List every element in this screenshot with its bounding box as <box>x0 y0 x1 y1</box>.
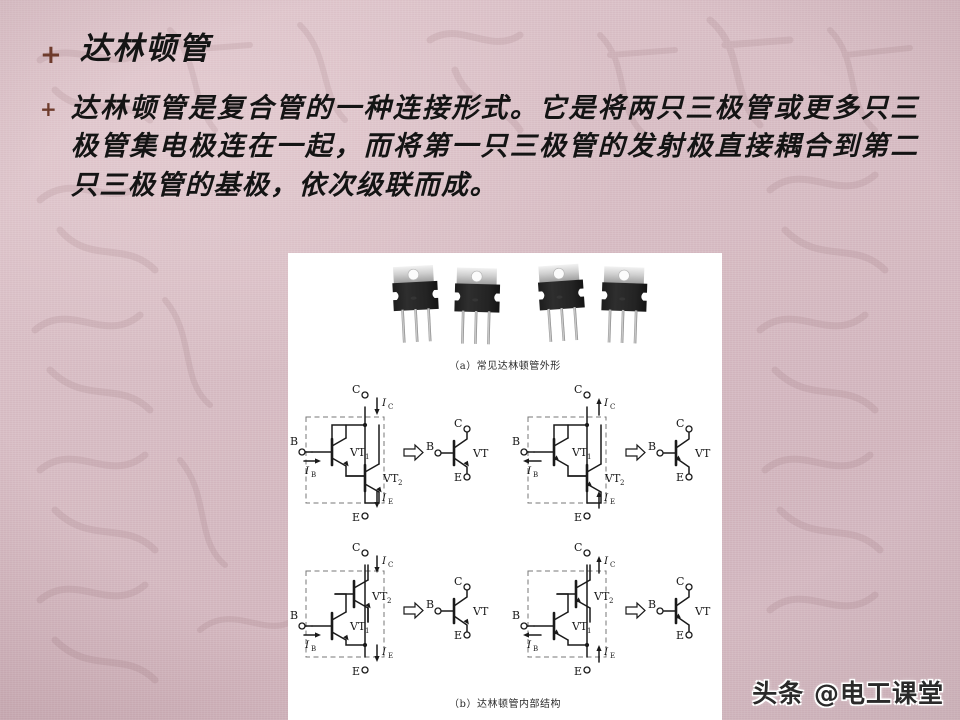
symbol-vt-npn-2: C B E VT <box>426 575 489 642</box>
svg-text:I: I <box>603 646 609 658</box>
svg-text:B: B <box>311 645 316 653</box>
page-title: 达林顿管 <box>79 31 211 67</box>
svg-text:E: E <box>388 652 393 660</box>
darlington-circuit-diagrams: .w{stroke:#1a1a1a;stroke-width:1.5;fill:… <box>290 383 711 678</box>
equivalence-arrow <box>403 444 424 461</box>
svg-text:VT: VT <box>694 605 711 618</box>
equivalence-arrow <box>625 602 646 619</box>
svg-text:E: E <box>388 498 393 506</box>
svg-text:B: B <box>533 645 538 653</box>
equivalence-arrow <box>403 602 424 619</box>
svg-text:B: B <box>426 440 434 453</box>
channel-watermark: 头条 @电工课堂 <box>752 679 944 708</box>
svg-text:C: C <box>352 383 360 396</box>
svg-text:E: E <box>454 471 462 484</box>
svg-text:I: I <box>603 555 609 567</box>
svg-text:B: B <box>648 440 656 453</box>
svg-text:E: E <box>352 511 360 524</box>
svg-text:I: I <box>526 639 532 651</box>
svg-text:E: E <box>610 498 615 506</box>
svg-text:VT: VT <box>604 472 621 485</box>
svg-text:1: 1 <box>365 627 369 635</box>
svg-text:VT: VT <box>694 447 711 460</box>
svg-text:C: C <box>610 561 615 569</box>
svg-text:VT: VT <box>472 447 489 460</box>
svg-text:I: I <box>304 639 310 651</box>
svg-text:2: 2 <box>387 597 391 605</box>
svg-text:C: C <box>352 541 360 554</box>
svg-text:C: C <box>610 403 615 411</box>
body-paragraph: 达林顿管是复合管的一种连接形式。它是将两只三极管或更多只三极管集电极连在一起，而… <box>70 93 919 201</box>
figure-caption-b: （b）达林顿管内部结构 <box>449 699 561 710</box>
svg-text:C: C <box>676 575 684 588</box>
symbol-vt-pnp-1: C B E VT <box>648 417 711 484</box>
svg-text:VT: VT <box>571 620 588 633</box>
svg-text:E: E <box>676 629 684 642</box>
svg-text:2: 2 <box>620 479 624 487</box>
svg-text:C: C <box>676 417 684 430</box>
svg-text:B: B <box>512 609 520 622</box>
svg-text:VT: VT <box>349 446 366 459</box>
body-bullet-icon: + <box>40 97 57 121</box>
title-bullet-icon: + <box>40 40 62 70</box>
svg-text:I: I <box>381 646 387 658</box>
svg-text:I: I <box>603 492 609 504</box>
svg-text:VT: VT <box>349 620 366 633</box>
svg-text:I: I <box>603 397 609 409</box>
svg-text:C: C <box>454 417 462 430</box>
figure-caption-a: （a）常见达林顿管外形 <box>449 361 561 372</box>
figure-panel: （a）常见达林顿管外形 .w{stroke:#1a1a1a;stroke-wid… <box>288 253 722 720</box>
svg-text:VT: VT <box>371 590 388 603</box>
svg-text:B: B <box>311 471 316 479</box>
svg-text:VT: VT <box>593 590 610 603</box>
body-bullet-row: + 达林顿管是复合管的一种连接形式。它是将两只三极管或更多只三极管集电极连在一起… <box>40 90 930 205</box>
svg-text:E: E <box>574 511 582 524</box>
svg-text:C: C <box>388 403 393 411</box>
svg-text:C: C <box>388 561 393 569</box>
symbol-vt-npn-1: C B E VT <box>426 417 489 484</box>
svg-text:C: C <box>574 541 582 554</box>
svg-text:I: I <box>526 465 532 477</box>
svg-text:1: 1 <box>365 453 369 461</box>
svg-text:1: 1 <box>587 627 591 635</box>
svg-text:2: 2 <box>609 597 613 605</box>
svg-text:1: 1 <box>587 453 591 461</box>
svg-text:E: E <box>454 629 462 642</box>
svg-text:VT: VT <box>382 472 399 485</box>
svg-text:VT: VT <box>571 446 588 459</box>
svg-text:B: B <box>426 598 434 611</box>
svg-text:B: B <box>290 435 298 448</box>
svg-text:2: 2 <box>398 479 402 487</box>
svg-text:E: E <box>676 471 684 484</box>
svg-text:B: B <box>290 609 298 622</box>
svg-text:B: B <box>512 435 520 448</box>
svg-text:C: C <box>454 575 462 588</box>
darlington-photo <box>288 253 722 358</box>
svg-text:B: B <box>533 471 538 479</box>
svg-text:E: E <box>610 652 615 660</box>
svg-text:I: I <box>381 555 387 567</box>
svg-text:B: B <box>648 598 656 611</box>
svg-text:E: E <box>352 665 360 678</box>
svg-text:I: I <box>381 492 387 504</box>
svg-text:C: C <box>574 383 582 396</box>
title-bullet-row: + 达林顿管 <box>40 30 211 70</box>
svg-text:I: I <box>381 397 387 409</box>
symbol-vt-pnp-2: C B E VT <box>648 575 711 642</box>
svg-text:VT: VT <box>472 605 489 618</box>
svg-text:I: I <box>304 465 310 477</box>
svg-text:E: E <box>574 665 582 678</box>
equivalence-arrow <box>625 444 646 461</box>
